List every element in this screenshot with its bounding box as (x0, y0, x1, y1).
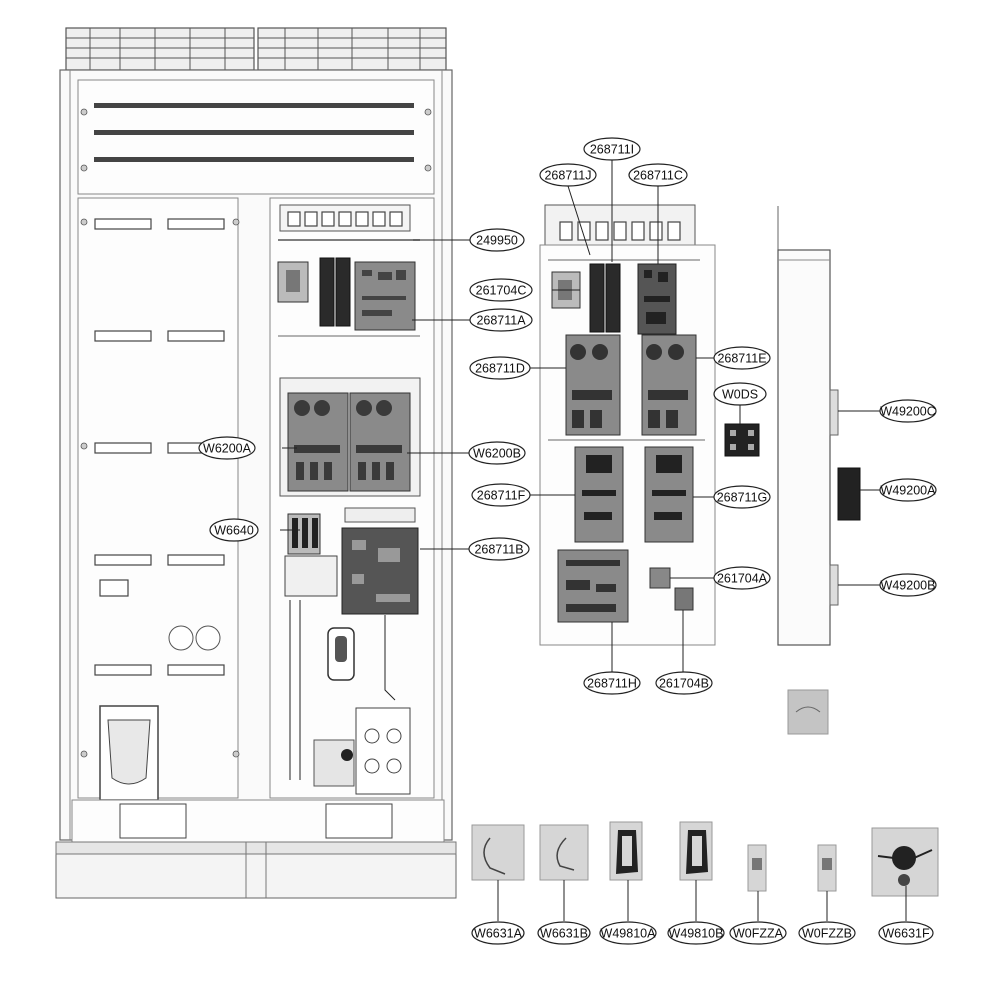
svg-text:268711D: 268711D (475, 362, 525, 376)
callout-w6640[interactable]: W6640 (209, 518, 259, 542)
svg-text:268711G: 268711G (717, 491, 768, 505)
svg-text:261704A: 261704A (717, 572, 768, 586)
svg-text:W0DS: W0DS (722, 388, 758, 402)
svg-text:268711I: 268711I (590, 143, 634, 157)
svg-text:261704C: 261704C (476, 284, 527, 298)
svg-text:W6200A: W6200A (203, 442, 252, 456)
svg-text:W0FZZA: W0FZZA (733, 927, 784, 941)
w6631f-thumb (871, 827, 939, 897)
callout-261704a[interactable]: 261704A (713, 566, 771, 590)
callout-268711e[interactable]: 268711E (713, 346, 771, 370)
svg-text:W0FZZB: W0FZZB (802, 927, 852, 941)
side-panel-body (777, 249, 831, 646)
top-fan-grille-left (65, 27, 255, 71)
callout-261704b[interactable]: 261704B (655, 671, 713, 695)
top-fan-grille-right (257, 27, 447, 71)
svg-text:268711B: 268711B (474, 543, 523, 557)
svg-text:W6631F: W6631F (882, 927, 930, 941)
service-port-plate (355, 707, 411, 795)
callout-w0fzzb[interactable]: W0FZZB (798, 921, 856, 945)
top-front-panel (77, 79, 435, 195)
callout-268711f[interactable]: 268711F (471, 483, 531, 507)
w49810b-thumb (679, 821, 713, 881)
callout-268711h[interactable]: 268711H (583, 671, 641, 695)
w0ds-part-image (724, 423, 760, 457)
svg-text:W49810A: W49810A (601, 927, 657, 941)
callout-w0ds[interactable]: W0DS (713, 382, 767, 406)
cover-piece (787, 689, 829, 735)
callout-w6631f[interactable]: W6631F (878, 921, 934, 945)
svg-text:W49200B: W49200B (881, 579, 936, 593)
svg-text:W49810B: W49810B (669, 927, 724, 941)
svg-text:268711E: 268711E (717, 352, 766, 366)
callout-268711a[interactable]: 268711A (469, 308, 533, 332)
svg-text:268711C: 268711C (633, 169, 683, 183)
svg-text:261704B: 261704B (659, 677, 709, 691)
left-front-panel (77, 197, 239, 799)
callout-268711j[interactable]: 268711J (539, 163, 597, 187)
w0fzzb-thumb (817, 844, 837, 892)
callout-249950[interactable]: 249950 (469, 228, 525, 252)
callout-w49200b[interactable]: W49200B (879, 573, 937, 597)
svg-text:268711J: 268711J (544, 169, 591, 183)
callout-w6631b[interactable]: W6631B (537, 921, 591, 945)
callout-268711b[interactable]: 268711B (468, 537, 530, 561)
electrical-box-exploded (539, 204, 716, 646)
svg-text:W6631A: W6631A (474, 927, 523, 941)
svg-text:W6631B: W6631B (540, 927, 588, 941)
callout-w49810b[interactable]: W49810B (667, 921, 725, 945)
leader-lines (280, 160, 907, 921)
svg-text:W49200A: W49200A (881, 484, 937, 498)
w0fzza-thumb (747, 844, 767, 892)
callout-w49200a[interactable]: W49200A (879, 478, 937, 502)
callout-268711d[interactable]: 268711D (469, 356, 531, 380)
callout-261704c[interactable]: 261704C (469, 278, 533, 302)
outdoor-unit-cabinet (55, 27, 457, 899)
callout-w49810a[interactable]: W49810A (599, 921, 657, 945)
callout-w6631a[interactable]: W6631A (471, 921, 525, 945)
svg-text:W49200C: W49200C (880, 405, 936, 419)
w6631b-thumb (539, 824, 589, 881)
fan-motor-connector (837, 467, 861, 521)
svg-text:W6640: W6640 (214, 524, 254, 538)
callout-w49200c[interactable]: W49200C (879, 399, 937, 423)
svg-text:249950: 249950 (476, 234, 518, 248)
w6631a-thumb (471, 824, 525, 881)
svg-text:268711F: 268711F (477, 489, 526, 503)
callout-268711g[interactable]: 268711G (713, 485, 771, 509)
callout-w6200b[interactable]: W6200B (468, 441, 526, 465)
callout-w6200a[interactable]: W6200A (198, 436, 256, 460)
callout-268711c[interactable]: 268711C (628, 163, 688, 187)
w49810a-thumb (609, 821, 643, 881)
part-thumbnails (471, 821, 939, 897)
svg-text:268711A: 268711A (476, 314, 526, 328)
svg-text:268711H: 268711H (587, 677, 637, 691)
side-panel (777, 206, 861, 735)
callout-w0fzza[interactable]: W0FZZA (729, 921, 787, 945)
callout-268711i[interactable]: 268711I (583, 137, 641, 161)
svg-text:W6200B: W6200B (473, 447, 521, 461)
